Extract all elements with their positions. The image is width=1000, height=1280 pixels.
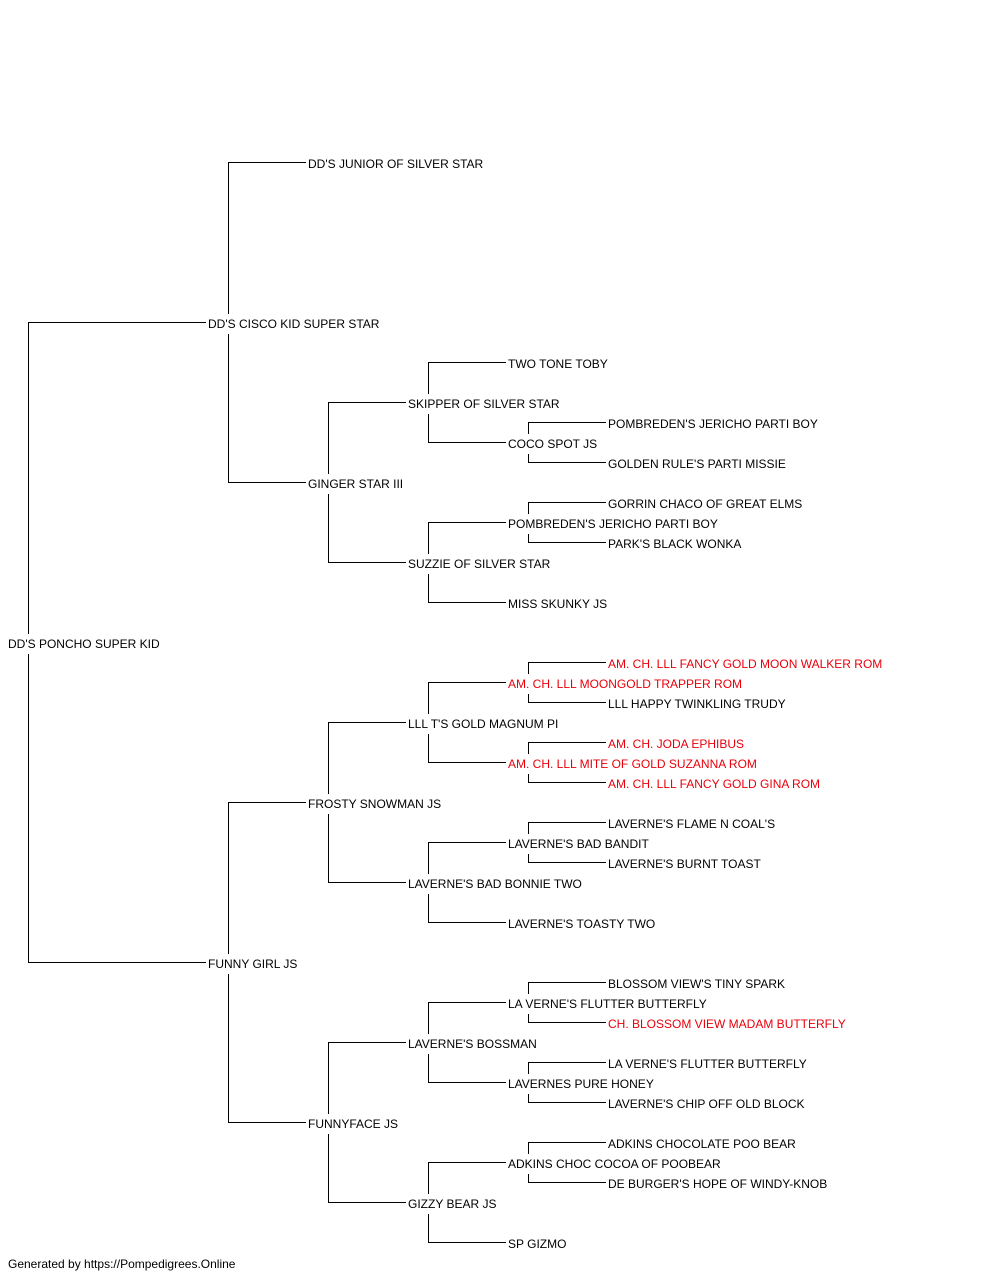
pedigree-name-dssss: AM. CH. LLL FANCY GOLD MOON WALKER ROM [608, 657, 882, 671]
pedigree-name-dddd: SP GIZMO [508, 1237, 566, 1251]
pedigree-name-sdsds: POMBREDEN'S JERICHO PARTI BOY [608, 417, 818, 431]
pedigree-name-dssd: AM. CH. LLL MITE OF GOLD SUZANNA ROM [508, 757, 757, 771]
pedigree-labels: DD'S PONCHO SUPER KID DD'S CISCO KID SUPE… [8, 157, 882, 1251]
pedigree-name-ddsdd: LAVERNE'S CHIP OFF OLD BLOCK [608, 1097, 805, 1111]
pedigree-name-sddsd: PARK'S BLACK WONKA [608, 537, 741, 551]
pedigree-name-dsdsd: LAVERNE'S BURNT TOAST [608, 857, 761, 871]
pedigree-name-ddssd: CH. BLOSSOM VIEW MADAM BUTTERFLY [608, 1017, 846, 1031]
pedigree-name-sddss: GORRIN CHACO OF GREAT ELMS [608, 497, 802, 511]
pedigree-name-ddds: ADKINS CHOC COCOA OF POOBEAR [508, 1157, 721, 1171]
pedigree-name-sds: SKIPPER OF SILVER STAR [408, 397, 560, 411]
pedigree-name-dddss: ADKINS CHOCOLATE POO BEAR [608, 1137, 796, 1151]
pedigree-name-s: DD'S CISCO KID SUPER STAR [208, 317, 380, 331]
pedigree-name-dddsd: DE BURGER'S HOPE OF WINDY-KNOB [608, 1177, 827, 1191]
pedigree-name-ds: FROSTY SNOWMAN JS [308, 797, 441, 811]
pedigree-name-d: FUNNY GIRL JS [208, 957, 297, 971]
pedigree-name-sdd: SUZZIE OF SILVER STAR [408, 557, 551, 571]
pedigree-name-ddsd: LAVERNES PURE HONEY [508, 1077, 654, 1091]
pedigree-name-dds: LAVERNE'S BOSSMAN [408, 1037, 537, 1051]
pedigree-name-dssdd: AM. CH. LLL FANCY GOLD GINA ROM [608, 777, 820, 791]
pedigree-name-sd: GINGER STAR III [308, 477, 403, 491]
pedigree-name-sdsdd: GOLDEN RULE'S PARTI MISSIE [608, 457, 786, 471]
pedigree-name-dsdss: LAVERNE'S FLAME N COAL'S [608, 817, 775, 831]
pedigree-name-dssds: AM. CH. JODA EPHIBUS [608, 737, 744, 751]
pedigree-name-sdss: TWO TONE TOBY [508, 357, 608, 371]
pedigree-name-self: DD'S PONCHO SUPER KID [8, 637, 160, 651]
pedigree-name-dsss: AM. CH. LLL MOONGOLD TRAPPER ROM [508, 677, 742, 691]
generated-by-footer: Generated by https://Pompedigrees.Online [8, 1257, 236, 1271]
pedigree-name-dsd: LAVERNE'S BAD BONNIE TWO [408, 877, 582, 891]
pedigree-name-sdds: POMBREDEN'S JERICHO PARTI BOY [508, 517, 718, 531]
pedigree-name-ss: DD'S JUNIOR OF SILVER STAR [308, 157, 484, 171]
pedigree-name-dd: FUNNYFACE JS [308, 1117, 398, 1131]
pedigree-connectors [28, 162, 606, 1243]
pedigree-name-ddsss: BLOSSOM VIEW'S TINY SPARK [608, 977, 785, 991]
pedigree-name-sdsd: COCO SPOT JS [508, 437, 597, 451]
pedigree-name-ddd: GIZZY BEAR JS [408, 1197, 496, 1211]
pedigree-name-dsdd: LAVERNE'S TOASTY TWO [508, 917, 655, 931]
pedigree-name-ddss: LA VERNE'S FLUTTER BUTTERFLY [508, 997, 707, 1011]
pedigree-name-sddd: MISS SKUNKY JS [508, 597, 607, 611]
pedigree-name-ddsds: LA VERNE'S FLUTTER BUTTERFLY [608, 1057, 807, 1071]
pedigree-name-dsds: LAVERNE'S BAD BANDIT [508, 837, 649, 851]
pedigree-name-dsssd: LLL HAPPY TWINKLING TRUDY [608, 697, 786, 711]
pedigree-name-dss: LLL T'S GOLD MAGNUM PI [408, 717, 558, 731]
